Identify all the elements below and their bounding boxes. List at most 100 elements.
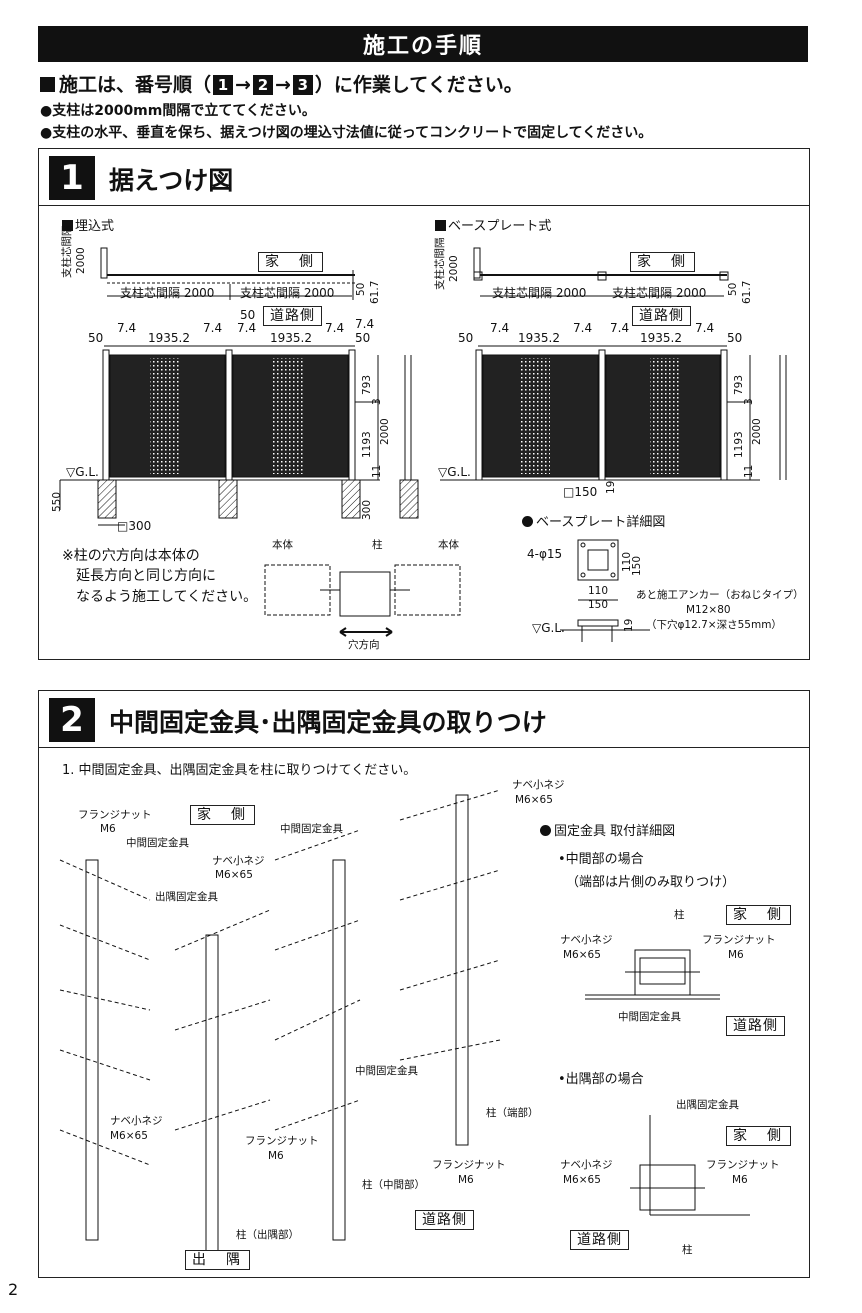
spacing-label: 支柱芯間隔 2000 — [120, 286, 215, 300]
section-title: 据えつけ図 — [109, 166, 234, 195]
label: M6 — [268, 1150, 284, 1162]
bullet-icon — [522, 516, 533, 527]
body-label: 本体 — [438, 539, 459, 551]
label: 中間固定金具 — [126, 837, 189, 849]
dim-61-7: 61.7 — [369, 280, 381, 304]
post-label: 柱 — [372, 539, 383, 551]
dim-61-7: 61.7 — [741, 280, 753, 304]
vertical-spacing-label: 支柱芯間隔 — [61, 225, 73, 279]
dim-label: 7.4 — [325, 321, 345, 335]
label: 柱（端部） — [486, 1107, 539, 1119]
instruction-text: 1. 中間固定金具、出隅固定金具を柱に取りつけてください。 — [62, 763, 417, 778]
baseplate-size: □150 — [563, 485, 598, 499]
label: 中間固定金具 — [355, 1065, 418, 1077]
dim-label: 7.4 — [203, 321, 223, 335]
dim-1193: 1193 — [361, 431, 373, 458]
section-1: 1 据えつけ図 — [38, 148, 810, 660]
road-side-label: 道路側 — [415, 1210, 474, 1230]
road-side-label: 道路側 — [263, 306, 322, 326]
step-1-badge: 1 — [213, 75, 234, 95]
square-bullet-icon — [40, 77, 55, 92]
dim-label: 1935.2 — [518, 331, 560, 345]
nut-size: M6 — [732, 1174, 748, 1186]
note-level: ●支柱の水平、垂直を保ち、据えつけ図の埋込寸法値に従ってコンクリートで固定してく… — [40, 125, 653, 141]
section-number: 2 — [49, 698, 95, 742]
label: 中間固定金具 — [280, 823, 343, 835]
spacing-label: 支柱芯間隔 2000 — [612, 286, 707, 300]
square-bullet-icon — [62, 220, 73, 231]
dim-2000: 2000 — [379, 418, 391, 445]
label: M6 — [100, 823, 116, 835]
vertical-spacing-label: 支柱芯間隔 — [434, 237, 446, 291]
label: ナベ小ネジ — [512, 779, 565, 791]
dim-label: 7.4 — [573, 321, 593, 335]
ground-level-label: ▽G.L. — [66, 465, 99, 479]
step-2-badge: 2 — [252, 75, 273, 95]
screw-size: M6×65 — [563, 1174, 601, 1186]
house-side-label: 家 側 — [726, 1126, 791, 1146]
label: M6×65 — [515, 794, 553, 806]
baseplate-detail — [560, 539, 650, 642]
dim-label: 1935.2 — [640, 331, 682, 345]
label: フランジナット — [432, 1159, 506, 1171]
dim-110: 110 — [588, 585, 609, 597]
post-label: 柱 — [674, 909, 685, 921]
dim-label: 50 — [88, 331, 104, 345]
section-1-header: 1 据えつけ図 — [39, 149, 809, 206]
screw-label: ナベ小ネジ — [560, 1159, 613, 1171]
nut-size: M6 — [728, 949, 744, 961]
mid-case-label: •中間部の場合 — [558, 852, 644, 867]
spacing-label: 支柱芯間隔 2000 — [240, 286, 335, 300]
step-3-badge: 3 — [292, 75, 313, 95]
house-side-label: 家 側 — [258, 252, 323, 272]
bullet-icon — [540, 825, 551, 836]
dim-label: 50 — [458, 331, 474, 345]
house-side-label: 家 側 — [630, 252, 695, 272]
square-bullet-icon — [435, 220, 446, 231]
dim-label: 7.4 — [610, 321, 630, 335]
dim-150: 150 — [588, 599, 609, 611]
post-label: 柱 — [682, 1244, 693, 1256]
section-2-header: 2 中間固定金具･出隅固定金具の取りつけ — [39, 691, 809, 748]
dim-3: 3 — [743, 398, 755, 405]
bracket-assembly — [59, 789, 750, 1256]
dim-793: 793 — [733, 374, 745, 395]
label: 柱（出隅部） — [236, 1229, 299, 1241]
dim-label: 50 — [240, 308, 256, 322]
corner-bracket-label: 出隅固定金具 — [676, 1099, 739, 1111]
bracket-label: 中間固定金具 — [618, 1011, 681, 1023]
anchor-hole: （下穴φ12.7×深さ55mm） — [646, 619, 782, 631]
hole-direction-note: ※柱の穴方向は本体の 延長方向と同じ方向に なるよう施工してください。 — [62, 548, 258, 605]
dim-1193: 1193 — [733, 431, 745, 458]
body-label: 本体 — [272, 539, 293, 551]
nut-label: フランジナット — [706, 1159, 780, 1171]
dim-550: 550 — [51, 491, 63, 512]
detail-title: 固定金具 取付詳細図 — [540, 824, 675, 839]
elevation-embedded — [59, 345, 419, 526]
vertical-spacing-value: 2000 — [448, 255, 460, 282]
page-number: 2 — [8, 1280, 19, 1299]
dim-50: 50 — [727, 282, 739, 296]
dim-11: 11 — [743, 464, 755, 478]
label: ナベ小ネジ — [110, 1115, 163, 1127]
hole-direction-detail — [264, 564, 461, 637]
dim-label: 7.4 — [490, 321, 510, 335]
dim-793: 793 — [361, 374, 373, 395]
plan-view-embedded — [100, 247, 355, 300]
lead-suffix: ）に作業してください。 — [314, 74, 523, 96]
foundation-size: □300 — [117, 519, 152, 533]
lead-instruction: 施工は、番号順（1→2→3）に作業してください。 — [40, 70, 523, 97]
dim-label: 1935.2 — [148, 331, 190, 345]
hole-direction-label: 穴方向 — [348, 639, 380, 651]
corner-label: 出 隅 — [185, 1250, 250, 1270]
mid-case-sub: （端部は片側のみ取りつけ） — [566, 875, 736, 890]
nut-label: フランジナット — [702, 934, 776, 946]
spacing-label: 支柱芯間隔 2000 — [492, 286, 587, 300]
anchor-type: あと施工アンカー（おねじタイプ） — [636, 589, 804, 601]
ground-level-label: ▽G.L. — [532, 621, 565, 635]
corner-case-label: •出隅部の場合 — [558, 1072, 644, 1087]
label: M6×65 — [110, 1130, 148, 1142]
dim-label: 1935.2 — [270, 331, 312, 345]
dim-label: 50 — [727, 331, 743, 345]
embedded-caption: 埋込式 — [62, 219, 114, 234]
